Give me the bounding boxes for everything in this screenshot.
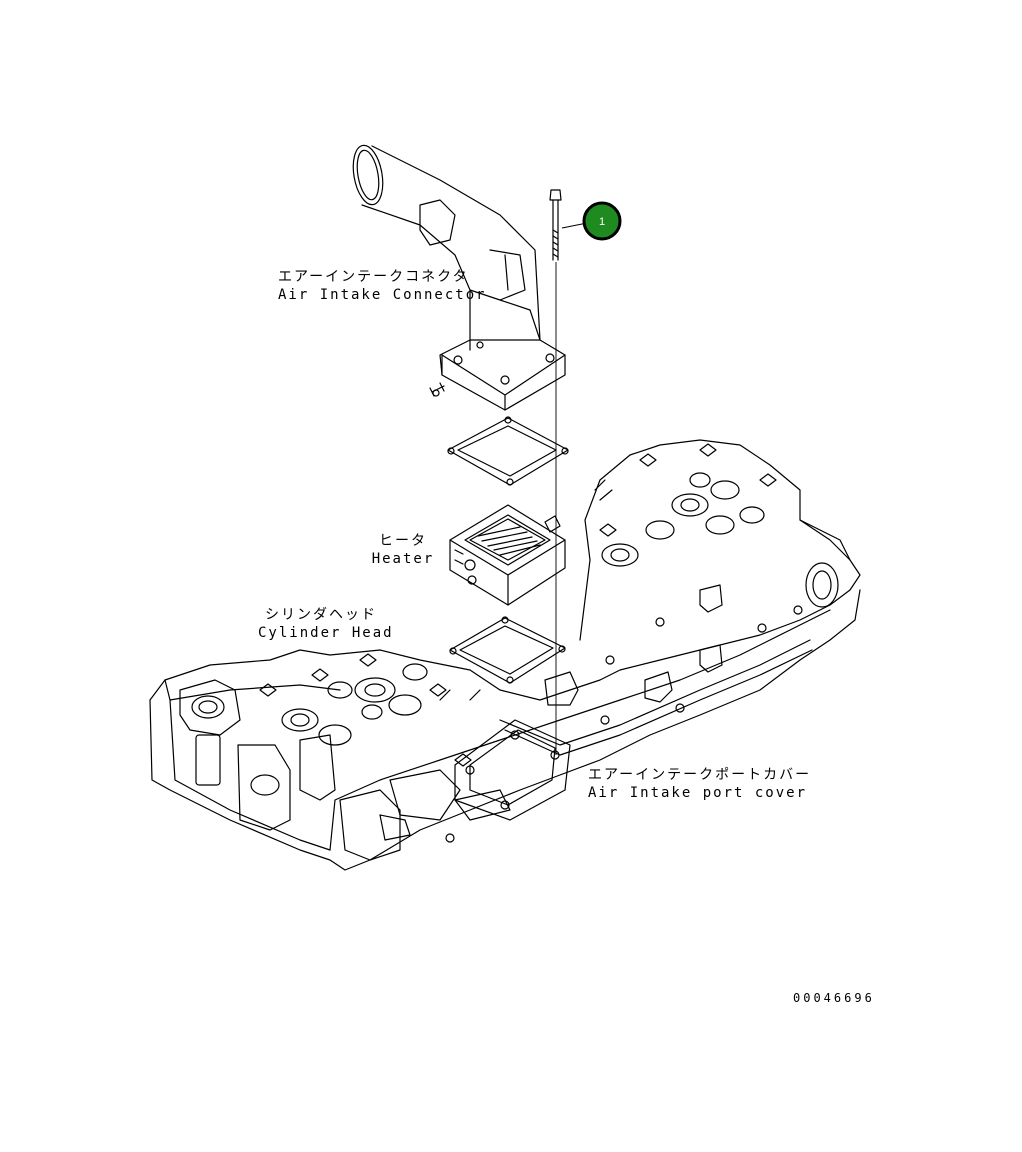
callout-number: 1 <box>599 216 605 228</box>
air-intake-connector <box>352 144 566 411</box>
cylinder-head-label-en: Cylinder Head <box>258 625 394 641</box>
heater <box>449 504 566 606</box>
port-cover-label-en: Air Intake port cover <box>588 785 808 801</box>
connector-label-jp: エアーインテークコネクタ <box>278 269 469 285</box>
upper-gasket <box>447 416 569 486</box>
heater-label-en: Heater <box>371 551 435 567</box>
connector-label-en: Air Intake Connector <box>278 287 487 303</box>
cylinder-head-label-jp: シリンダヘッド <box>265 607 377 623</box>
drawing-number: 00046696 <box>793 991 875 1005</box>
air-intake-port-cover <box>454 719 571 821</box>
lower-gasket <box>449 616 566 684</box>
bolt <box>549 189 562 261</box>
port-cover-label-jp: エアーインテークポートカバー <box>588 767 812 783</box>
part-callout-1[interactable]: 1 <box>582 201 622 241</box>
cylinder-head <box>149 439 861 871</box>
heater-label-jp: ヒータ <box>379 533 427 549</box>
